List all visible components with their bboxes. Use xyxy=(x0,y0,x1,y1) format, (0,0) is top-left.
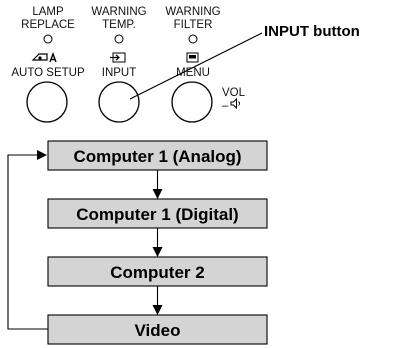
step-label-computer1-analog: Computer 1 (Analog) xyxy=(73,147,241,166)
warning-filter-indicator xyxy=(188,34,198,44)
volume-minus: – xyxy=(222,100,229,112)
input-flow: Computer 1 (Analog) Computer 1 (Digital)… xyxy=(7,140,268,345)
menu-button[interactable] xyxy=(171,81,213,123)
auto-setup-button[interactable] xyxy=(26,81,68,123)
step-label-computer1-digital: Computer 1 (Digital) xyxy=(76,205,238,224)
indicator-lamp-line1: LAMP xyxy=(32,6,64,18)
menu-icon xyxy=(186,52,199,63)
indicator-temp-line1: WARNING xyxy=(91,6,146,18)
speaker-icon xyxy=(230,97,240,110)
volume-label: VOL xyxy=(222,87,246,99)
indicator-filter-line2: FILTER xyxy=(174,19,213,31)
menu-label: MENU xyxy=(176,67,210,79)
loop-back-arrow xyxy=(7,150,48,330)
auto-setup-label: AUTO SETUP xyxy=(11,67,85,79)
input-icon xyxy=(110,52,126,63)
lamp-replace-indicator xyxy=(43,34,53,44)
input-button[interactable] xyxy=(98,81,140,123)
indicator-filter-line1: WARNING xyxy=(165,6,220,18)
step-box-computer2 xyxy=(47,256,268,287)
control-panel: LAMP REPLACE WARNING TEMP. WARNING FILTE… xyxy=(11,6,360,123)
step-box-computer1-digital xyxy=(47,198,268,229)
step-label-computer2: Computer 2 xyxy=(110,263,204,282)
indicator-temp-line2: TEMP. xyxy=(102,19,136,31)
step-box-computer1-analog xyxy=(47,140,268,171)
warning-temp-indicator xyxy=(114,34,124,44)
auto-setup-icon xyxy=(31,52,57,63)
callout-line xyxy=(129,32,263,100)
indicator-lamp-line2: REPLACE xyxy=(21,19,75,31)
input-label: INPUT xyxy=(102,67,137,79)
step-label-video: Video xyxy=(135,321,181,340)
input-button-callout: INPUT button xyxy=(264,23,360,40)
